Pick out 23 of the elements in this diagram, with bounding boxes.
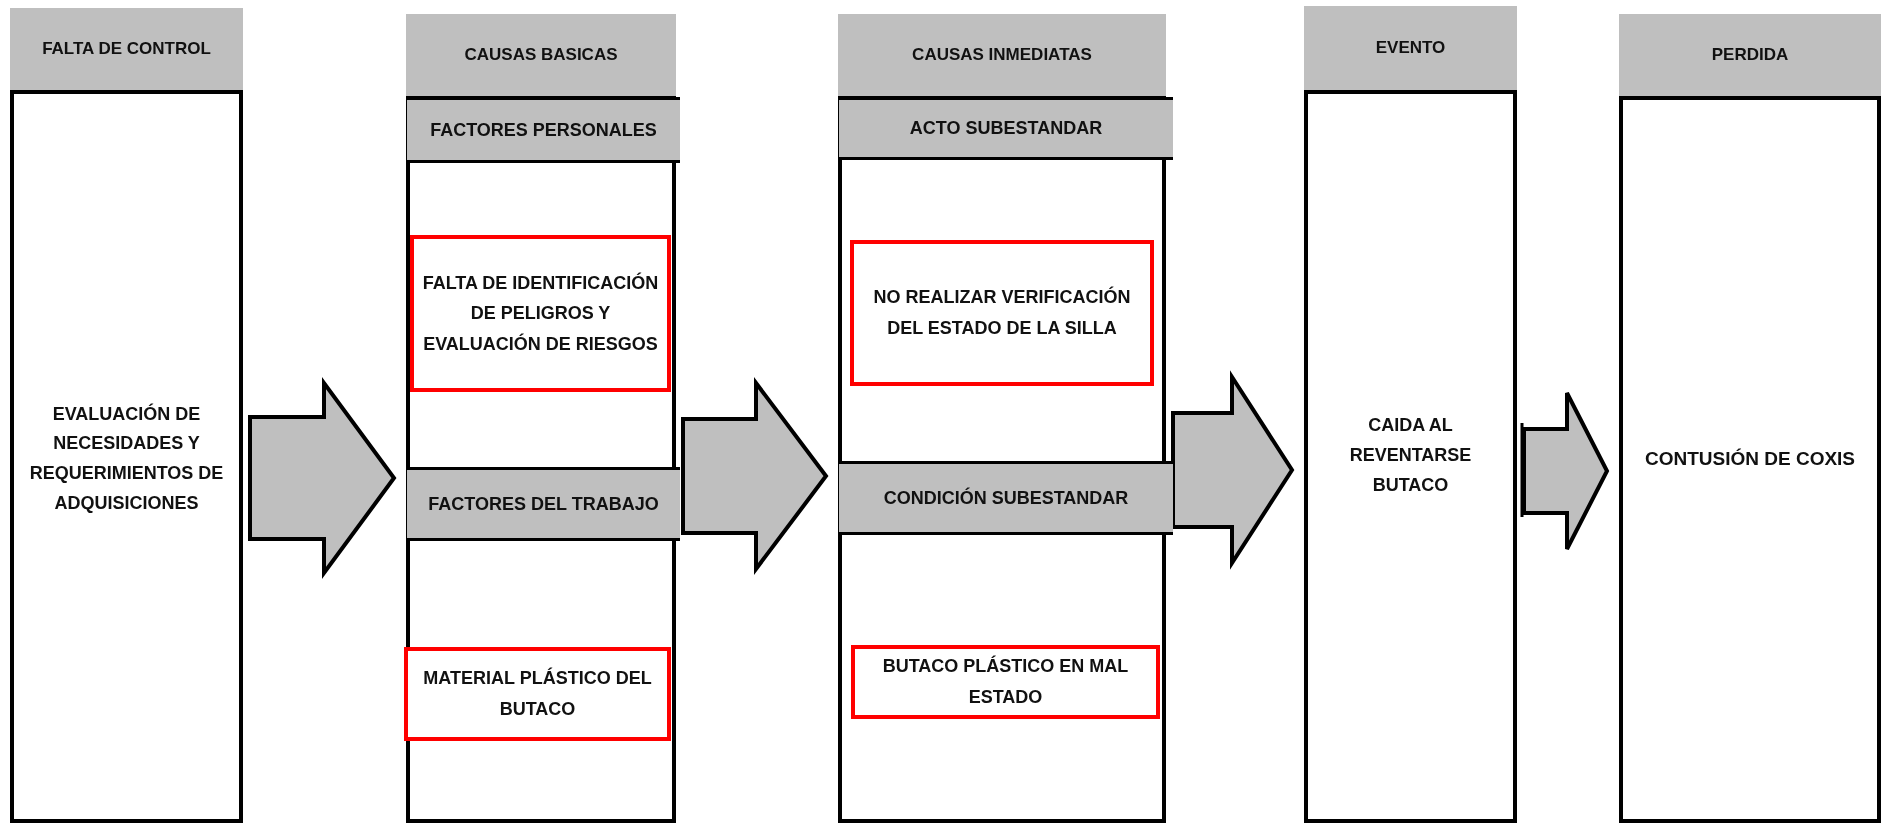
block-arrow: [1171, 370, 1295, 570]
category-band: FACTORES PERSONALES: [407, 97, 680, 163]
column-box: [1304, 90, 1517, 823]
column-text: CONTUSIÓN DE COXIS: [1644, 446, 1856, 471]
column-header: FALTA DE CONTROL: [10, 8, 243, 90]
highlight-box: FALTA DE IDENTIFICACIÓN DE PELIGROS Y EVALUACIÓN DE RIESGOS: [410, 235, 671, 392]
column-header: CAUSAS INMEDIATAS: [838, 14, 1166, 96]
column-text: CAIDA AL REVENTARSE BUTACO: [1348, 414, 1473, 497]
block-arrow: [681, 377, 829, 575]
highlight-box: MATERIAL PLÁSTICO DEL BUTACO: [404, 647, 671, 741]
column-header: PERDIDA: [1619, 14, 1881, 96]
block-arrow: [248, 376, 397, 580]
column-box: [1619, 96, 1881, 823]
highlight-box: BUTACO PLÁSTICO EN MAL ESTADO: [851, 645, 1160, 719]
column-text: EVALUACIÓN DE NECESIDADES Y REQUERIMIENTOS DE ADQUISICIONES: [28, 402, 225, 515]
highlight-box: NO REALIZAR VERIFICACIÓN DEL ESTADO DE LA SILLA: [850, 240, 1154, 386]
block-arrow: [1522, 391, 1610, 551]
column-header: EVENTO: [1304, 6, 1517, 90]
column-box: [10, 90, 243, 823]
category-band: CONDICIÓN SUBESTANDAR: [839, 461, 1173, 535]
column-header: CAUSAS BASICAS: [406, 14, 676, 96]
category-band: FACTORES DEL TRABAJO: [407, 467, 680, 541]
category-band: ACTO SUBESTANDAR: [839, 97, 1173, 160]
